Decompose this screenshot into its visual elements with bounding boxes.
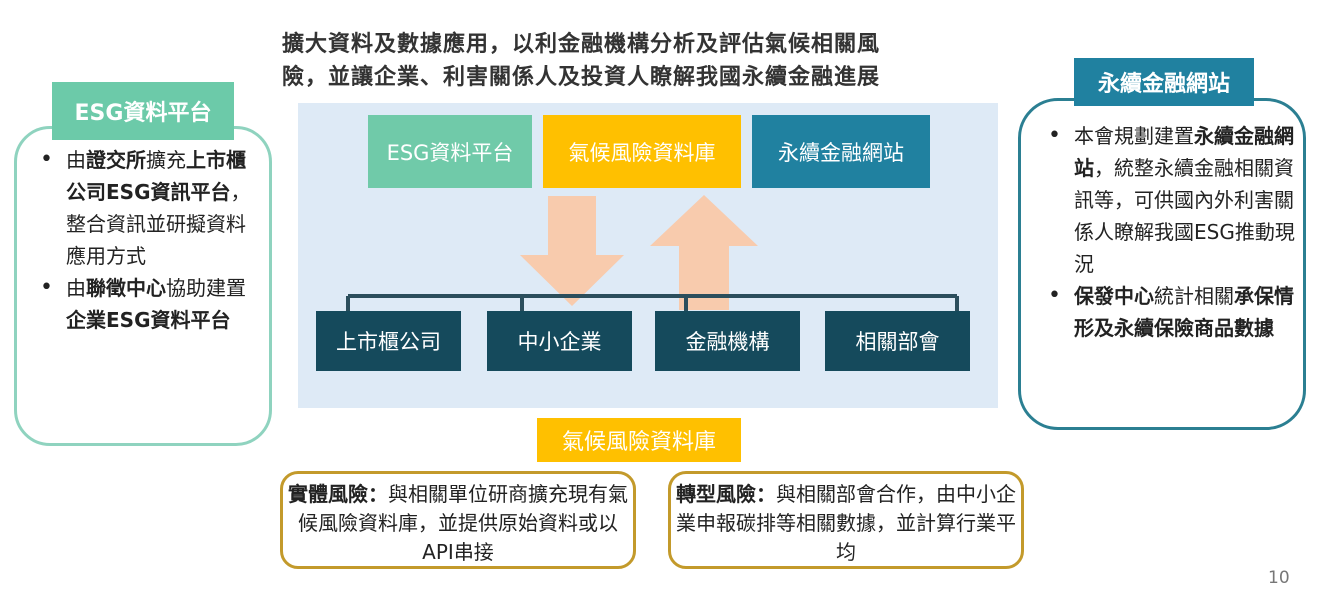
esg-platform-title: ESG資料平台 <box>52 82 234 140</box>
sustainable-finance-list: 本會規劃建置永續金融網站，統整永續金融相關資訊等，可供國內外利害關係人瞭解我國E… <box>1030 120 1300 344</box>
page-number: 10 <box>1268 568 1290 588</box>
transition-risk-box: 轉型風險：與相關部會合作，由中小企業申報碳排等相關數據，並計算行業平均 <box>668 471 1024 569</box>
esg-platform-list: 由證交所擴充上市櫃公司ESG資訊平台，整合資訊並研擬資料應用方式 由聯徵中心協助… <box>22 144 262 336</box>
transition-risk-text: 與相關部會合作，由中小企業申報碳排等相關數據，並計算行業平均 <box>676 482 1016 564</box>
physical-risk-text: 與相關單位研商擴充現有氣候風險資料庫，並提供原始資料或以API串接 <box>298 482 628 564</box>
climate-risk-db-box: 氣候風險資料庫 <box>543 115 741 188</box>
headline-line-1: 擴大資料及數據應用，以利金融機構分析及評估氣候相關風 <box>282 32 881 57</box>
climate-risk-db-label: 氣候風險資料庫 <box>537 418 741 462</box>
headline: 擴大資料及數據應用，以利金融機構分析及評估氣候相關風 險，並讓企業、利害關係人及… <box>282 28 1012 94</box>
sme-box: 中小企業 <box>487 311 632 371</box>
physical-risk-heading: 實體風險： <box>288 482 388 506</box>
sustainable-finance-box: 永續金融網站 <box>752 115 930 188</box>
list-item: 本會規劃建置永續金融網站，統整永續金融相關資訊等，可供國內外利害關係人瞭解我國E… <box>1030 120 1300 280</box>
ministries-box: 相關部會 <box>825 311 970 371</box>
list-item: 由證交所擴充上市櫃公司ESG資訊平台，整合資訊並研擬資料應用方式 <box>22 144 262 272</box>
transition-risk-heading: 轉型風險： <box>676 482 776 506</box>
headline-line-2: 險，並讓企業、利害關係人及投資人瞭解我國永續金融進展 <box>282 65 881 90</box>
physical-risk-box: 實體風險：與相關單位研商擴充現有氣候風險資料庫，並提供原始資料或以API串接 <box>280 471 636 569</box>
listed-companies-box: 上市櫃公司 <box>316 311 461 371</box>
list-item: 保發中心統計相關承保情形及永續保險商品數據 <box>1030 280 1300 344</box>
sustainable-finance-title: 永續金融網站 <box>1074 58 1254 106</box>
financial-institutions-box: 金融機構 <box>655 311 800 371</box>
list-item: 由聯徵中心協助建置企業ESG資料平台 <box>22 272 262 336</box>
esg-platform-box: ESG資料平台 <box>368 115 532 188</box>
